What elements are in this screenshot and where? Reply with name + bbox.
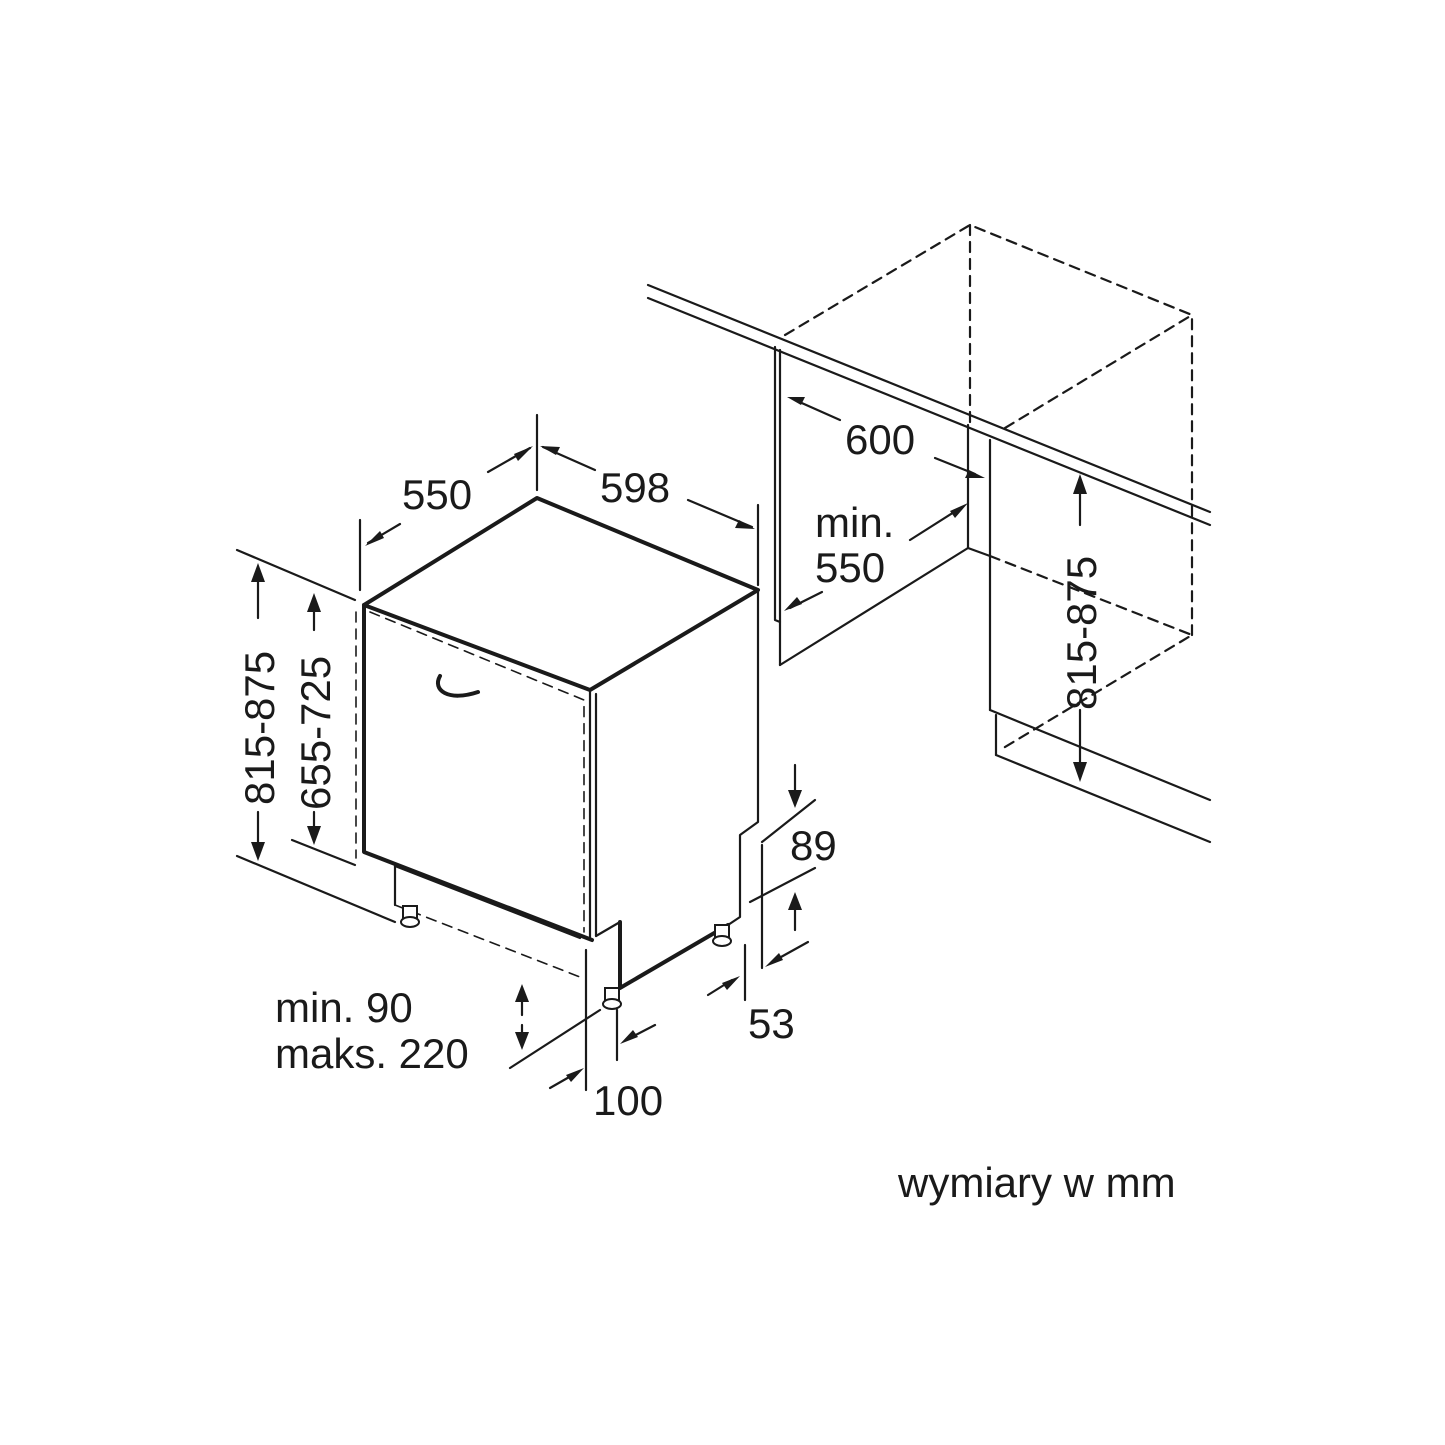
dimension-lines: [235, 397, 1087, 1092]
door-handle: [436, 674, 480, 698]
units-note: wymiary w mm: [897, 1159, 1176, 1206]
niche-width-label: 600: [845, 416, 915, 463]
leveling-foot-front: [602, 987, 622, 1010]
depth-label: 550: [402, 471, 472, 518]
foot-offset-label: 100: [593, 1077, 663, 1124]
niche-cabinet: [646, 223, 1212, 844]
niche-min-value: 550: [815, 544, 885, 591]
niche-min-text: min.: [815, 499, 894, 546]
dishwasher-body: [355, 496, 760, 1010]
width-label: 598: [600, 464, 670, 511]
leveling-foot-left: [400, 905, 420, 928]
dimension-labels: 550 598 600 min. 550 815-875 815-875 655…: [236, 416, 1176, 1206]
plinth-top-label: 89: [790, 822, 837, 869]
leveling-foot-right: [712, 924, 732, 947]
plinth-setback-label: 53: [748, 1000, 795, 1047]
door-height-label: 655-725: [292, 656, 339, 810]
plinth-min-label: min. 90: [275, 984, 413, 1031]
niche-height-label: 815-875: [1058, 556, 1105, 710]
height-label: 815-875: [236, 651, 283, 805]
plinth-max-label: maks. 220: [275, 1030, 469, 1077]
